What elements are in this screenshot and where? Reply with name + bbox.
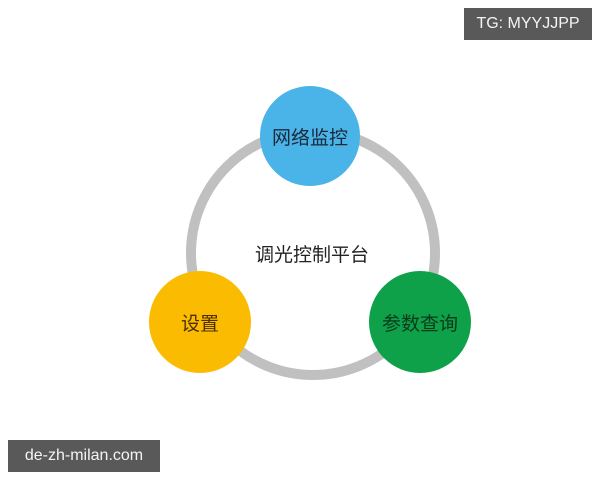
watermark-bottom-left: de-zh-milan.com — [8, 440, 160, 472]
watermark-top-right: TG: MYYJJPP — [464, 8, 592, 40]
node-settings: 设置 — [149, 271, 251, 373]
node-parameter-query: 参数查询 — [369, 271, 471, 373]
node-label: 设置 — [180, 312, 219, 335]
node-label: 网络监控 — [271, 126, 348, 149]
node-label: 参数查询 — [381, 312, 458, 335]
node-network-monitoring: 网络监控 — [260, 86, 360, 186]
center-label: 调光控制平台 — [254, 244, 369, 266]
